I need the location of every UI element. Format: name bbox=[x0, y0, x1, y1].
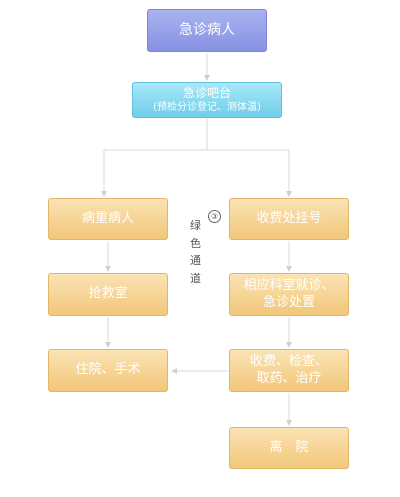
node-emergency-patient: 急诊病人 bbox=[147, 9, 267, 52]
green-channel-char: 道 bbox=[190, 271, 201, 285]
node-payment-exam-line2: 取药、治疗 bbox=[256, 370, 322, 386]
node-triage-desk-detail: (预检分诊登记、测体温) bbox=[153, 101, 261, 113]
green-channel-label: 绿 色 通 道 bbox=[190, 217, 201, 287]
node-registration-payment-label: 收费处挂号 bbox=[256, 210, 322, 226]
node-payment-exam: 收费、检查、 取药、治疗 bbox=[229, 349, 349, 392]
node-resuscitation-room-label: 抢救室 bbox=[88, 286, 128, 302]
node-triage-desk-label: 急诊吧台 bbox=[182, 85, 231, 100]
node-discharge: 离 院 bbox=[229, 427, 349, 469]
green-channel-number: ③ bbox=[208, 210, 221, 223]
green-channel-char: 通 bbox=[190, 254, 201, 268]
node-emergency-patient-label: 急诊病人 bbox=[179, 21, 235, 38]
green-channel-char: 色 bbox=[190, 236, 201, 250]
node-hospitalization-surgery-label: 住院、手术 bbox=[75, 362, 141, 378]
node-critical-patient-label: 病重病人 bbox=[81, 210, 134, 226]
node-registration-payment: 收费处挂号 bbox=[229, 198, 349, 240]
green-channel-char: 绿 bbox=[190, 219, 201, 232]
node-dept-consultation-line2: 急诊处置 bbox=[262, 294, 315, 310]
node-dept-consultation-line1: 相应科室就诊、 bbox=[243, 278, 335, 294]
node-payment-exam-line1: 收费、检查、 bbox=[249, 354, 328, 370]
node-resuscitation-room: 抢救室 bbox=[48, 273, 168, 316]
node-dept-consultation: 相应科室就诊、 急诊处置 bbox=[229, 273, 349, 316]
node-triage-desk: 急诊吧台 (预检分诊登记、测体温) bbox=[132, 82, 282, 118]
node-discharge-label: 离 院 bbox=[269, 439, 309, 455]
node-hospitalization-surgery: 住院、手术 bbox=[48, 349, 168, 392]
node-critical-patient: 病重病人 bbox=[48, 198, 168, 240]
